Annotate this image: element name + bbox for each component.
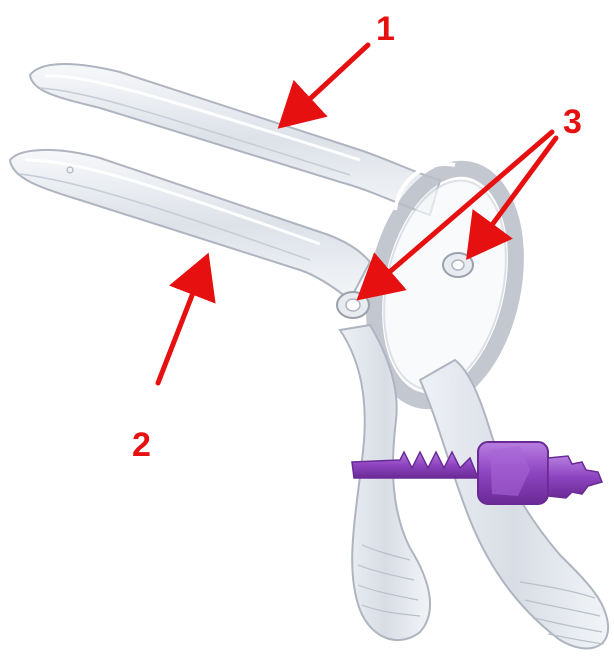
callout-label-3: 3 (563, 103, 582, 141)
hinge-pin-right (443, 253, 473, 277)
callout-label-2: 2 (132, 426, 151, 464)
callout-label-1: 1 (376, 10, 395, 48)
